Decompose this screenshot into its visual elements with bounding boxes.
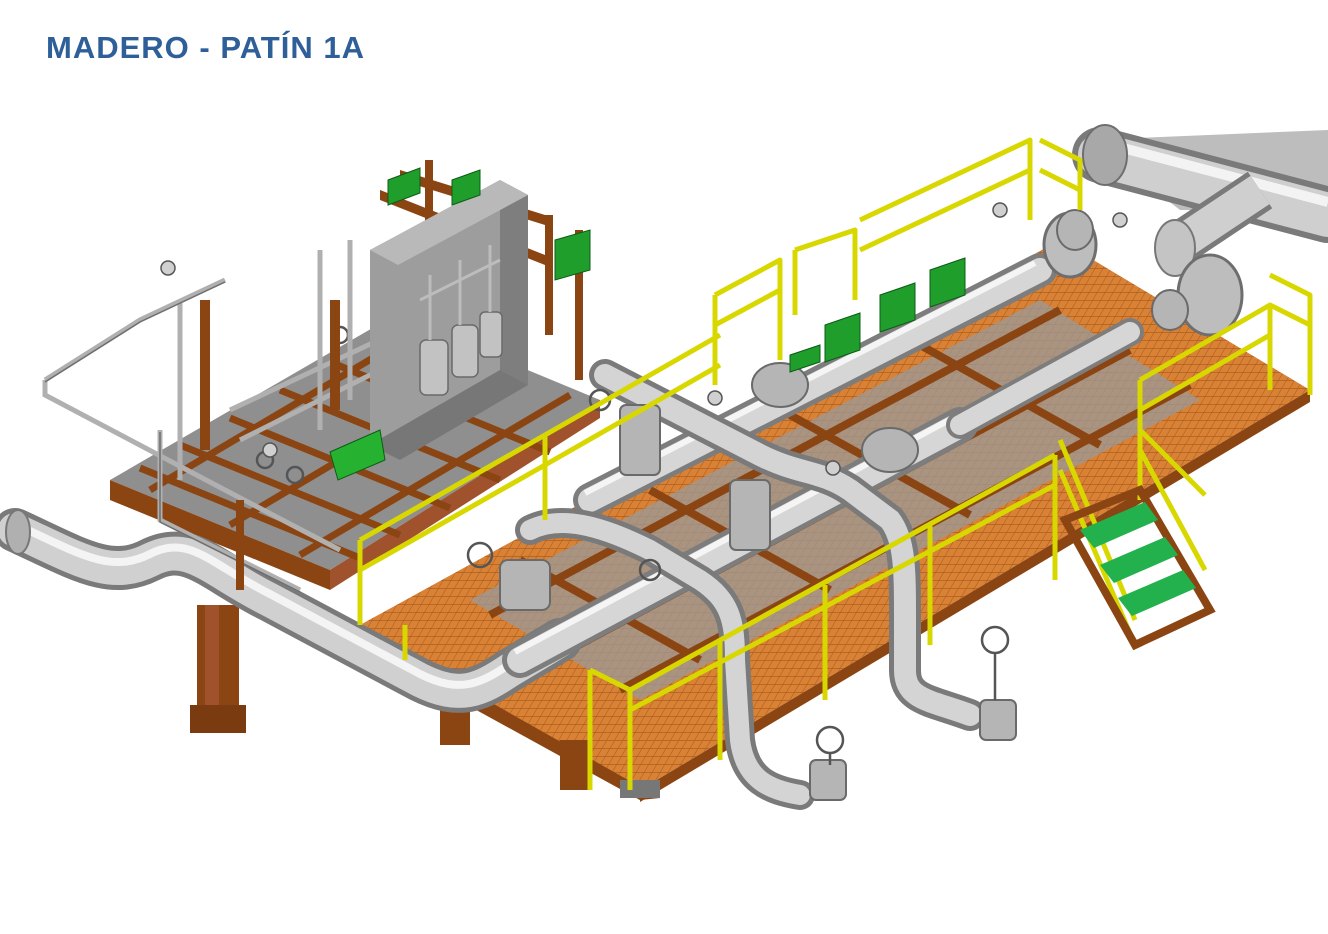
green-junction-boxes — [329, 167, 966, 481]
riser-pipes — [515, 359, 986, 810]
access-stair — [1059, 485, 1216, 651]
handrails — [357, 137, 1313, 790]
instrument-tubing-dark — [44, 281, 301, 593]
page-title: MADERO - PATÍN 1A — [46, 30, 365, 65]
skid-isometric-drawing — [0, 124, 1328, 810]
pressure-gauges — [160, 202, 1128, 476]
inlet-header-pipe — [0, 508, 582, 713]
analyzer-cabinet — [370, 180, 528, 460]
control-valves — [499, 209, 1189, 801]
outlet-header-pipe — [1042, 124, 1328, 337]
pipe-support-column — [190, 605, 246, 733]
